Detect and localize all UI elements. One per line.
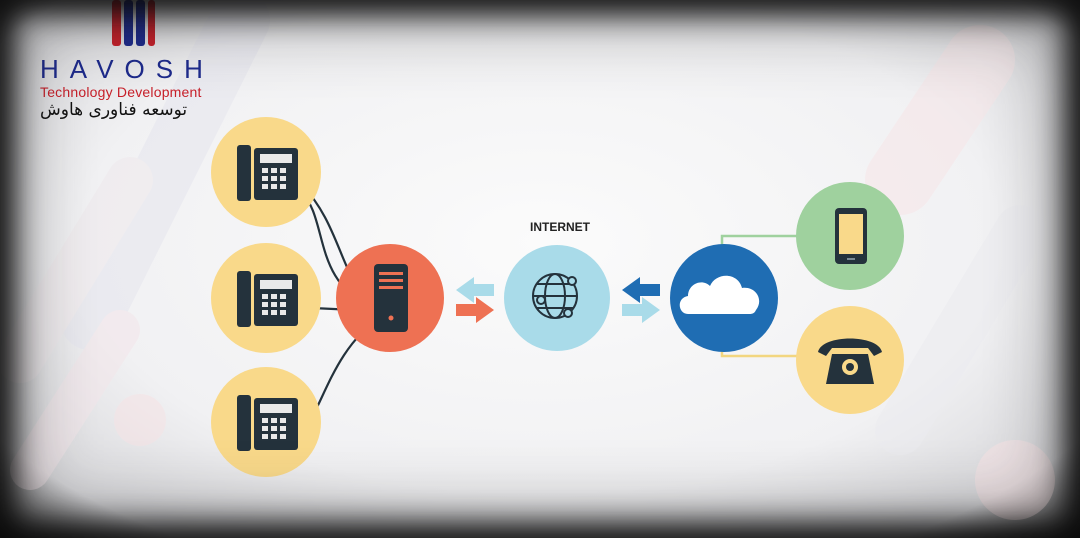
logo-persian-name: توسعه فناوری هاوش	[40, 100, 188, 120]
arrow-left-icon	[622, 277, 660, 303]
logo-emblem	[112, 0, 155, 46]
background-decoration	[0, 0, 1055, 520]
arrow-left-icon	[456, 277, 494, 303]
desk-phone-icon	[237, 145, 298, 201]
server-node	[336, 244, 444, 352]
cloud-icon	[679, 275, 760, 314]
desk-phone-icon	[237, 271, 298, 327]
sip-trunk-label: SIP-TRUNK	[694, 292, 754, 304]
telephone-node	[796, 306, 904, 414]
internet-sip-arrows	[622, 277, 660, 323]
server-internet-arrows	[456, 277, 494, 323]
arrow-right-icon	[622, 297, 660, 323]
desk-phone-node-1	[211, 117, 321, 227]
desk-phone-icon	[237, 395, 298, 451]
arrow-right-icon	[456, 297, 494, 323]
desk-phone-node-2	[211, 243, 321, 353]
mobile-phone-icon	[835, 208, 867, 264]
logo-tagline: Technology Development	[40, 84, 202, 100]
sip-trunk-node	[670, 244, 778, 352]
mobile-node	[796, 182, 904, 290]
globe-network-icon	[532, 273, 578, 319]
server-icon	[374, 264, 408, 332]
telephone-icon	[818, 338, 882, 384]
desk-phone-node-3	[211, 367, 321, 477]
internet-node	[504, 245, 610, 351]
logo-wordmark: HAVOSH	[40, 54, 214, 84]
internet-label: INTERNET	[530, 220, 590, 234]
